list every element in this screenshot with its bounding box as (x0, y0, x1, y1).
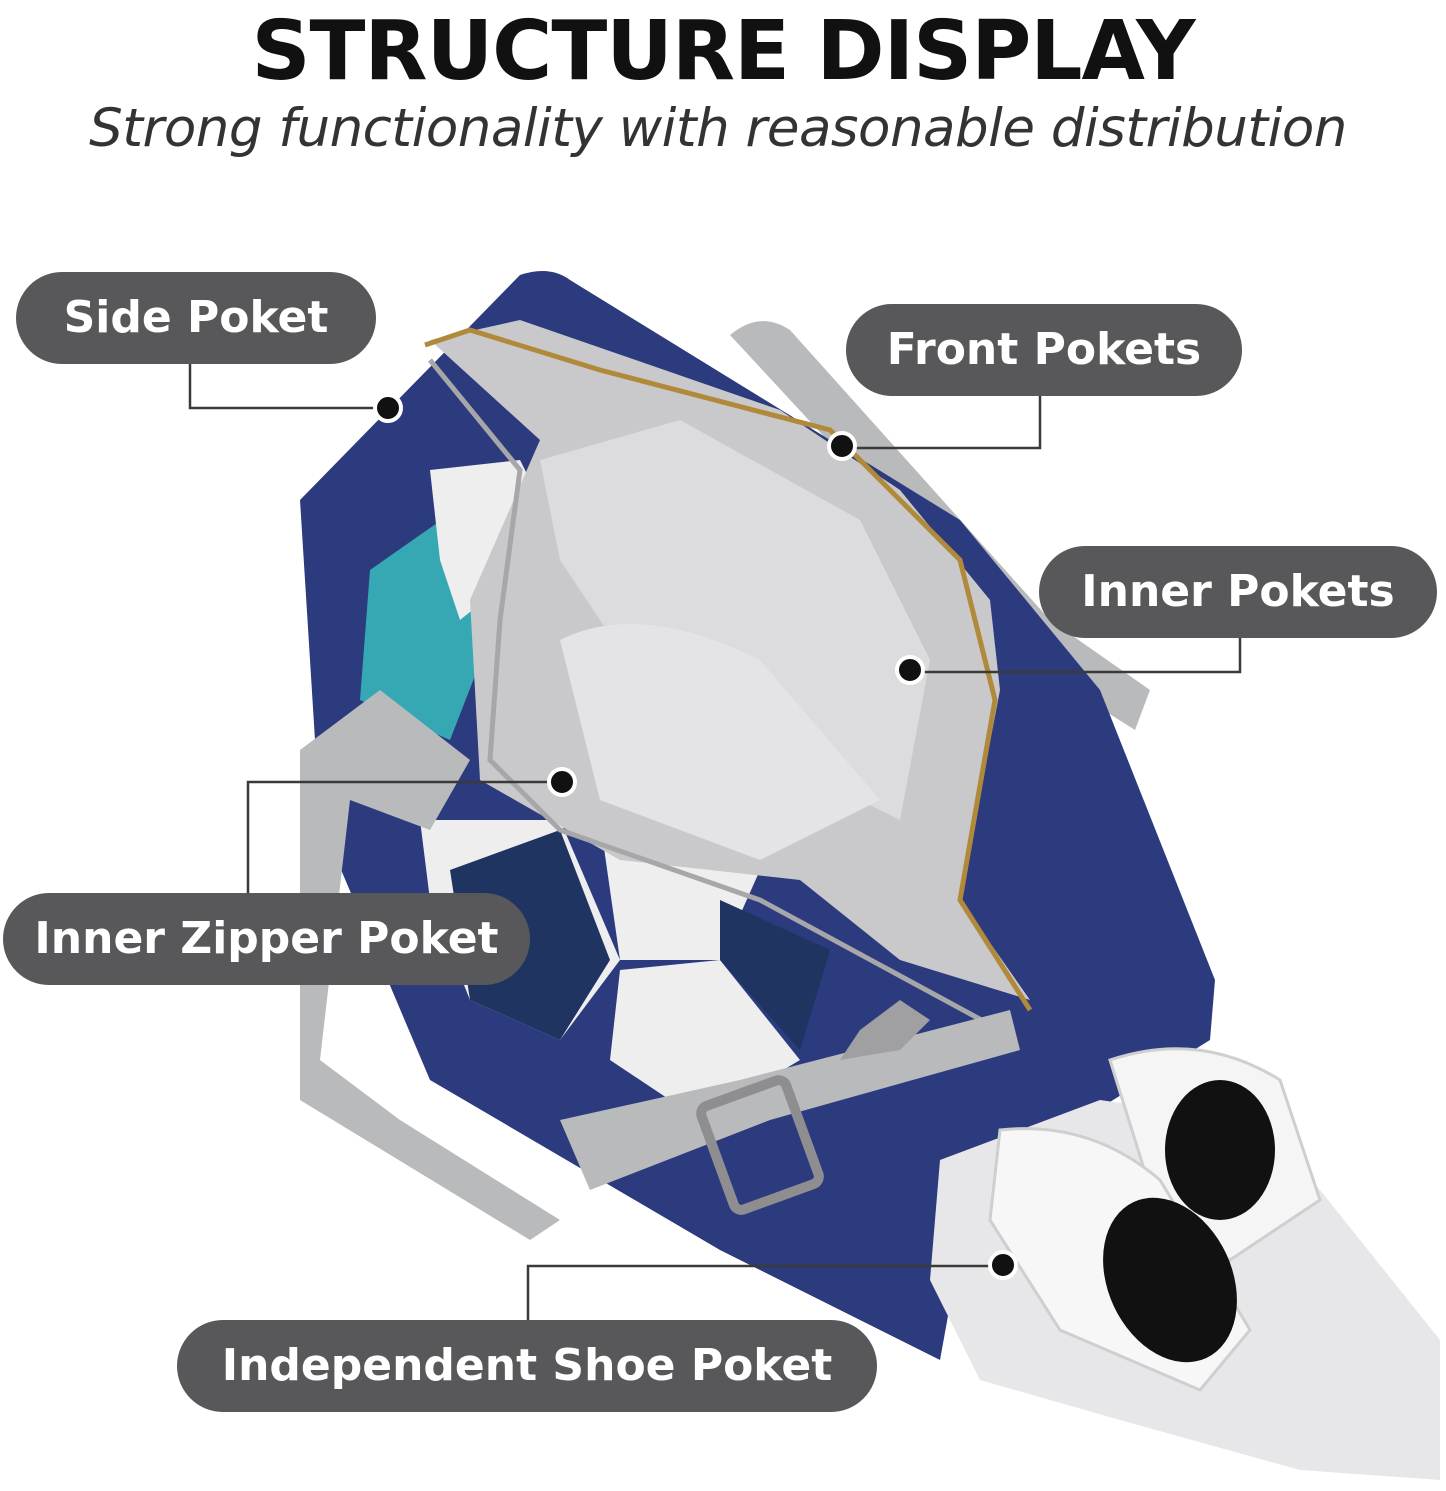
zipper-inner (428, 358, 1002, 1033)
label-independent-shoe-poket: Independent Shoe Poket (177, 1320, 877, 1412)
zipper-main (424, 327, 1033, 1012)
shoulder-strap (300, 690, 560, 1240)
leader-shoe-poket (526, 1264, 1003, 1322)
leader-inner-pokets (910, 636, 1242, 674)
sneaker-back-opening (1165, 1080, 1275, 1220)
page-title: STRUCTURE DISPLAY (251, 4, 1195, 99)
label-side-poket: Side Poket (16, 272, 376, 364)
strap-buckle (696, 1075, 824, 1215)
leader-front-pokets (842, 396, 1042, 450)
marker-dot (988, 1250, 1018, 1280)
marker-dot (895, 655, 925, 685)
page-subtitle: Strong functionality with reasonable dis… (89, 98, 1347, 159)
ball-dark-panels (450, 830, 830, 1050)
leader-inner-zipper (246, 780, 562, 895)
leader-side-poket (188, 360, 388, 410)
label-front-pokets: Front Pokets (846, 304, 1242, 396)
label-inner-pokets: Inner Pokets (1039, 546, 1437, 638)
strap-clip (840, 1000, 930, 1060)
inner-pocket-fold (560, 624, 880, 860)
marker-dot (827, 431, 857, 461)
marker-dot (373, 393, 403, 423)
marker-dot (547, 767, 577, 797)
label-inner-zipper-poket: Inner Zipper Poket (3, 893, 530, 985)
interior-shadow (540, 420, 930, 820)
sneaker-front-opening (1103, 1197, 1237, 1363)
